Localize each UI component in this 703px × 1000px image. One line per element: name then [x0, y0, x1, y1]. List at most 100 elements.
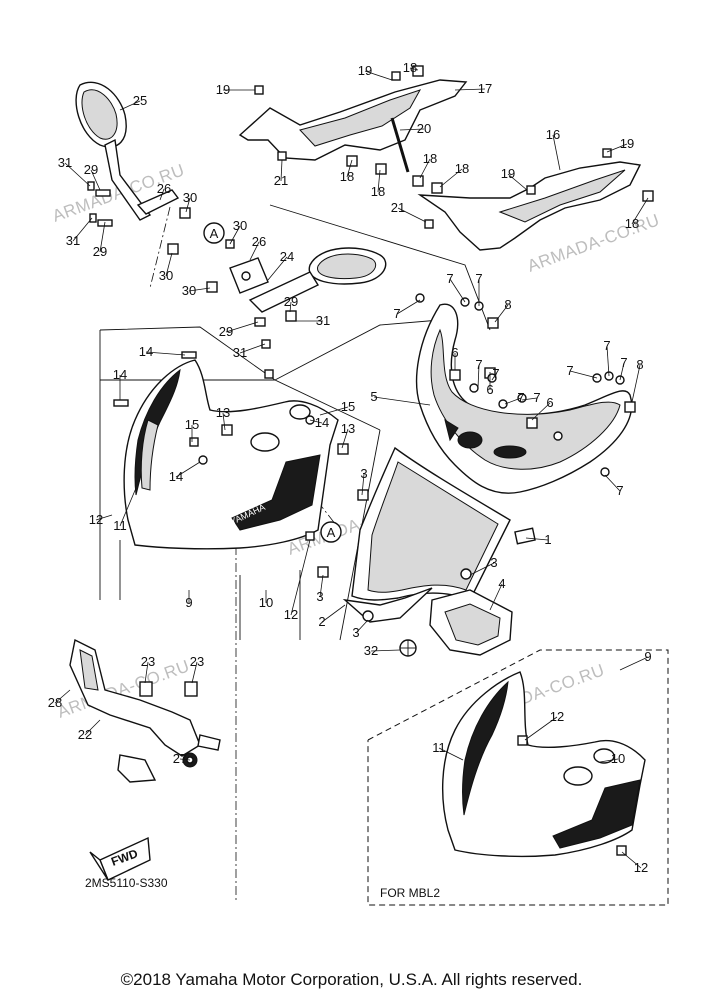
callout-leader-line	[289, 301, 292, 313]
callout-number: 18	[340, 169, 354, 184]
callout-number: 15	[341, 399, 355, 414]
callout-number: 27	[173, 751, 187, 766]
callout-leader-line	[191, 661, 198, 684]
callout-number: 6	[546, 395, 553, 410]
callout-leader-line	[222, 412, 226, 431]
callout-number: 7	[475, 357, 482, 372]
assembly-lines	[99, 204, 491, 900]
callout-leader-line	[321, 604, 346, 623]
callout-number: 32	[364, 643, 378, 658]
cowling-stay	[69, 638, 221, 783]
callout-leader-line	[606, 345, 610, 377]
callout-number: 30	[159, 268, 173, 283]
callout-leader-line	[631, 197, 649, 225]
callout-leader-line	[341, 428, 349, 449]
callout-number: 3	[360, 466, 367, 481]
callout-leader-line	[95, 514, 113, 521]
callout-leader-line	[396, 299, 421, 315]
callout-number: 2	[318, 614, 325, 629]
front-cowling: YAMAHA	[113, 351, 349, 550]
callout-leader-line	[175, 461, 201, 478]
callout-leader-line	[319, 574, 324, 598]
callout-leader-line	[439, 168, 463, 188]
callout-number: 12	[284, 607, 298, 622]
inner-cowling-panel	[415, 293, 636, 494]
callout-number: 21	[391, 200, 405, 215]
callout-number: 3	[352, 625, 359, 640]
callout-number: 7	[517, 390, 524, 405]
callout-number: 29	[93, 244, 107, 259]
callout-number: 7	[620, 355, 627, 370]
callout-number: 3	[316, 589, 323, 604]
callout-number: 20	[417, 121, 431, 136]
callout-leader-line	[280, 159, 283, 182]
callout-leader-line	[525, 537, 549, 541]
callout-number: 29	[84, 162, 98, 177]
callout-leader-line	[604, 474, 621, 492]
callout-leader-line	[290, 539, 311, 616]
ref-marker-label: A	[327, 525, 336, 540]
fwd-arrow: FWD	[89, 836, 151, 881]
callout-leader-line	[145, 351, 186, 356]
callout-leader-line	[524, 716, 558, 741]
callout-leader-line	[631, 364, 641, 403]
callout-leader-line	[185, 197, 191, 213]
ref-marker-a-upper: A	[203, 222, 225, 244]
callout-leader-line	[469, 562, 495, 576]
callout-number: 14	[139, 344, 153, 359]
callout-leader-line	[449, 278, 466, 303]
callout-number: 31	[316, 313, 330, 328]
callout-leader-line	[494, 304, 509, 323]
callout-leader-line	[188, 287, 211, 292]
callout-leader-line	[165, 252, 173, 277]
copyright-notice: ©2018 Yamaha Motor Corporation, U.S.A. A…	[120, 970, 583, 989]
callout-number: 18	[455, 161, 469, 176]
callout-number: 14	[315, 415, 329, 430]
upper-inner-panels	[238, 65, 654, 251]
callout-number: 15	[185, 417, 199, 432]
callout-leader-line	[119, 487, 137, 527]
callout-leader-line	[84, 719, 101, 736]
callout-number: 25	[133, 93, 147, 108]
callout-leader-line	[99, 221, 106, 253]
callout-leader-line	[569, 370, 598, 379]
callout-leader-line	[504, 397, 522, 405]
callout-number: 6	[451, 345, 458, 360]
callout-leader-line	[619, 362, 625, 381]
callout-leader-line	[90, 169, 101, 191]
callout-number: 4	[498, 576, 505, 591]
callout-leader-line	[355, 619, 369, 634]
callout-leader-line	[438, 747, 464, 761]
callout-number: 10	[259, 595, 273, 610]
callout-number: 18	[371, 184, 385, 199]
callout-leader-line	[179, 758, 191, 761]
callout-number: 11	[432, 740, 446, 755]
right-mirror-assembly	[206, 239, 387, 349]
callout-number: 10	[611, 751, 625, 766]
callout-number: 8	[504, 297, 511, 312]
callout-number: 5	[370, 389, 377, 404]
callout-number: 12	[550, 709, 564, 724]
callout-leader-line	[606, 143, 628, 153]
windshield-assembly	[317, 446, 536, 623]
callout-leader-line	[419, 158, 431, 179]
callout-number: 7	[603, 338, 610, 353]
callout-number: 18	[625, 216, 639, 231]
callout-number: 7	[492, 366, 499, 381]
callout-leader-line	[370, 649, 401, 652]
callout-number: 22	[78, 727, 92, 742]
callout-leader-line	[225, 321, 259, 333]
callout-leader-line	[364, 70, 393, 81]
callout-number: 13	[216, 405, 230, 420]
callout-leader-line	[54, 689, 71, 704]
callout-number: 7	[446, 271, 453, 286]
callout-number: 14	[113, 367, 127, 382]
callout-leader-line	[346, 159, 353, 178]
callout-leader-line	[377, 169, 381, 193]
callout-leader-line	[319, 406, 349, 416]
callout-leader-line	[361, 473, 365, 496]
callout-number: 29	[219, 324, 233, 339]
callout-leader-line	[454, 88, 486, 91]
callout-number: 7	[533, 390, 540, 405]
